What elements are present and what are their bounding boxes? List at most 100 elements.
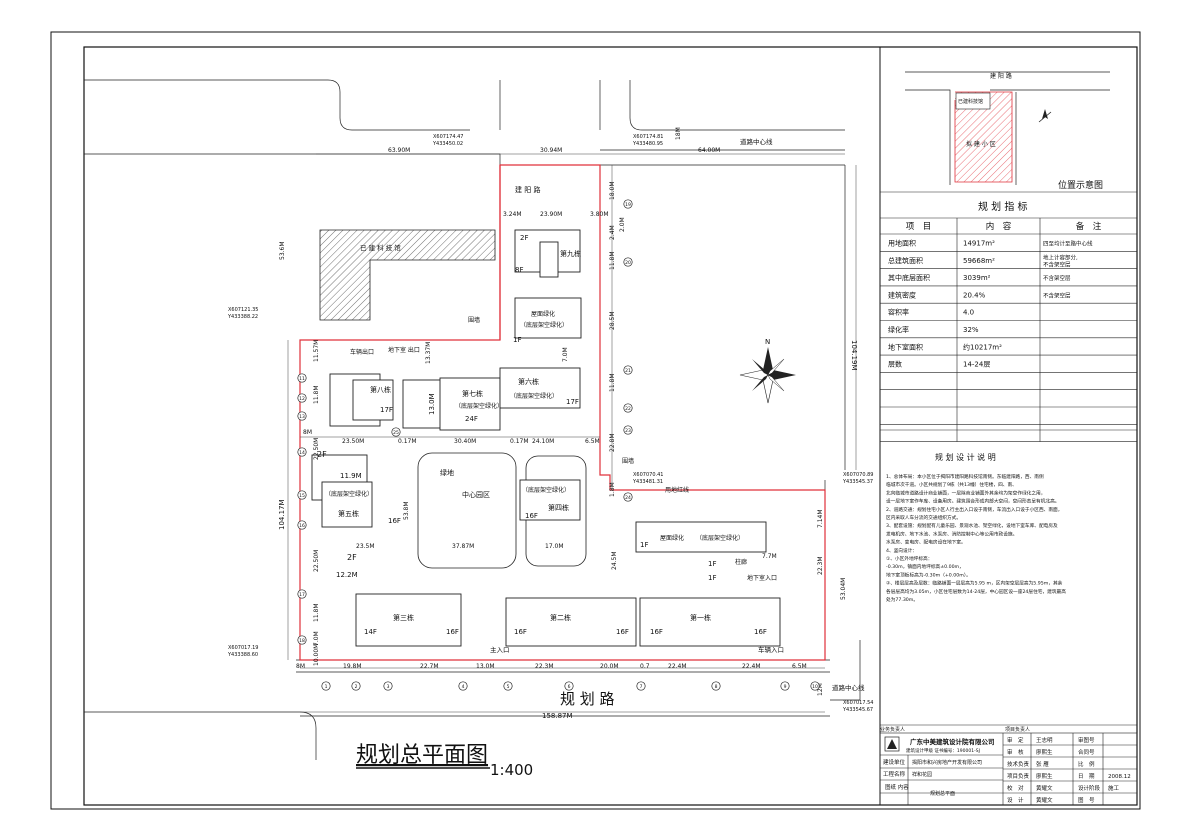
dim-row-3040: 30.40M: [454, 438, 476, 445]
axis-bubble: [383, 681, 393, 691]
tb-role-name: 张 雁: [1036, 760, 1049, 768]
b9-roof: 屋面绿化: [531, 310, 555, 318]
b7-elevated: （底层架空绿化）: [455, 402, 503, 410]
site-plan: 已 建 科 技 馆 围墙 围墙 用地红线 建 阳 路 道路中心线 道路中心线 规…: [84, 79, 873, 760]
axis-bubble: [297, 635, 307, 645]
tb-drawing-label: 图纸 内容: [885, 783, 909, 791]
axis-bubble-label: 13: [299, 414, 305, 420]
centerline-bottom: 道路中心线: [832, 683, 865, 692]
b8-floors: 17F: [380, 406, 393, 414]
b2-floors-a: 16F: [514, 628, 527, 636]
dim-top-mid: 30.94M: [540, 147, 562, 154]
dim-bot-8: 8M: [296, 663, 305, 670]
dim-left-2250b: 22.50M: [313, 550, 320, 572]
coord-2-x: X607174.81: [633, 134, 663, 140]
note-line: ②、楼层层高及层数：临路铺面一层层高为5.95 m，区内架空层层高为5.95m，…: [886, 580, 1063, 587]
club-1f-b: 1F: [708, 560, 716, 568]
dim-mid-5376: 53.8M: [403, 501, 410, 520]
dim-row-65: 6.5M: [585, 438, 600, 445]
dim-r-285: 28.5M: [609, 311, 616, 330]
note-line: ①、小区外地坪标高：: [886, 555, 932, 562]
dim-top-left: 63.90M: [388, 147, 410, 154]
coord-7-y: Y433545.67: [842, 707, 873, 713]
wall-label: 围墙: [468, 316, 480, 324]
underground-entry-label: 地下室入口: [747, 574, 777, 582]
dim-mid-119: 11.9M: [340, 472, 362, 480]
b1-floors-b: 16F: [754, 628, 767, 636]
tb-role: 审 核: [1007, 748, 1024, 756]
coord-5-x: X607070.89: [843, 472, 873, 478]
axis-bubble-label: 12: [299, 396, 305, 402]
b5-label: 第五栋: [338, 509, 359, 518]
indicators-title: 规 划 指 标: [978, 200, 1028, 213]
dim-top-18: 18M: [675, 127, 682, 140]
tb-role: 校 对: [1007, 784, 1024, 792]
dim-row-017: 0.17M: [398, 438, 417, 445]
tb-project-label: 工程名称: [883, 770, 906, 778]
indicator-value: 14-24层: [963, 361, 990, 369]
axis-bubble-label: 6: [568, 684, 571, 690]
b9-1f: 1F: [513, 336, 521, 344]
axis-bubble: [623, 425, 633, 435]
tb-right-value: 施工: [1108, 784, 1120, 792]
note-line: 水泵房、变电房、配电房设在地下室。: [886, 539, 966, 546]
b7-height: 13.0M: [428, 393, 436, 415]
b6-label: 第六栋: [518, 377, 539, 386]
axis-bubble: [810, 681, 820, 691]
tb-right-label: 图 号: [1078, 796, 1095, 804]
axis-bubble: [458, 681, 468, 691]
dim-bot-65: 6.5M: [792, 663, 807, 670]
axis-bubble: [623, 257, 633, 267]
tb-role-name: 王志明: [1036, 736, 1053, 744]
indicator-note: 四至均计至路中心线: [1043, 240, 1093, 248]
axis-bubble: [321, 681, 331, 691]
dim-mid-245: 24.5M: [611, 551, 618, 570]
club-1f-c: 1F: [708, 574, 716, 582]
b-west-2f: 2F: [317, 450, 327, 459]
north-arrow-icon: N: [739, 338, 796, 404]
axis-bubble: [351, 681, 361, 691]
center-park: [417, 452, 517, 569]
tb-role: 项目负责: [1007, 772, 1030, 780]
axis-bubble-label: 24: [625, 495, 631, 501]
south-road-label: 规 划 路: [560, 690, 615, 708]
dim-mid-235: 23.5M: [356, 543, 375, 550]
indicator-item: 容积率: [888, 308, 909, 317]
club-1f: 1F: [640, 541, 648, 549]
dim-bot-223: 22.3M: [535, 663, 554, 670]
b-sw-2f: 2F: [347, 553, 357, 562]
dim-mid-1337: 13.37M: [425, 342, 432, 364]
dim-mid-77: 7.7M: [762, 553, 777, 560]
axis-bubble-label: 25: [393, 430, 399, 436]
tb-role-name: 黄耀文: [1036, 784, 1053, 792]
axis-bubble-label: 10: [812, 684, 818, 690]
b7-floors: 24F: [465, 415, 478, 423]
dim-bot-198: 19.8M: [343, 663, 362, 670]
dim-top-right: 64.00M: [698, 147, 720, 154]
loc-neighbor: 已建科技馆: [958, 98, 983, 105]
b9-floors-8f: 8F: [515, 266, 523, 274]
note-line: 北向临城市道路设计商业铺面，一层除商业铺面外其余均为架空作绿化之用，: [886, 489, 1045, 496]
dim-bot-200: 20.0M: [600, 663, 619, 670]
b6-floors: 17F: [566, 398, 579, 406]
logo-mark-icon: [887, 739, 897, 749]
axis-bubble-label: 17: [299, 592, 305, 598]
dim-r-18b: 1.8M: [609, 482, 616, 497]
b9-elevated: （底层架空绿化）: [520, 321, 568, 329]
note-line: 发电机房、地下水池、水泵房、消防控制中心等公用市政设施。: [886, 530, 1017, 537]
dim-left-2250: 22.50M: [313, 438, 320, 460]
indicators-header: 内 容: [986, 221, 1012, 232]
tb-role: 审 定: [1007, 736, 1024, 744]
centerline-top: 道路中心线: [740, 137, 773, 146]
tb-right-label: 审图号: [1078, 736, 1095, 744]
greenland-label: 绿地: [440, 468, 454, 477]
coord-5-y: Y433545.37: [842, 479, 873, 485]
coord-4-x: X607070.41: [633, 472, 663, 478]
svg-text:N: N: [765, 338, 770, 346]
tb-right-label: 日 期: [1078, 773, 1095, 780]
axis-bubble-label: 22: [625, 406, 631, 412]
dim-r-18: 18.0M: [609, 181, 616, 200]
tb-owner-label: 业务负责人: [880, 726, 905, 733]
note-line: 3、配套设施：规划配有儿童乐园、景观水池、架空绿化，设地下室车库、配电房及: [886, 522, 1058, 529]
